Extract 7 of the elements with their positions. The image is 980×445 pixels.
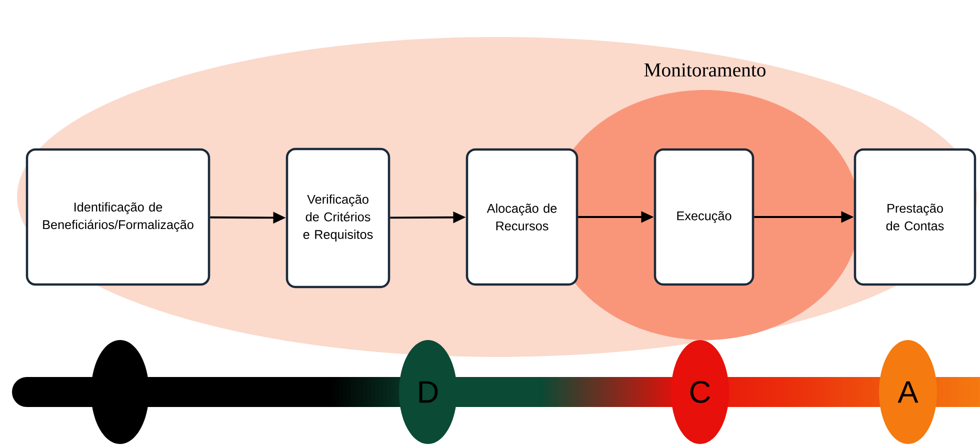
node-label: Monitoramento	[644, 63, 766, 77]
rating-circle	[91, 340, 149, 444]
process-box: Prestação de Contas	[854, 148, 976, 286]
process-box: Verificação de Critérios e Requisitos	[286, 148, 390, 288]
process-box: Identificação de Beneficiários/Formalização	[26, 148, 210, 286]
process-box: Execução	[654, 148, 754, 286]
process-box: Alocação de Recursos	[466, 148, 578, 286]
